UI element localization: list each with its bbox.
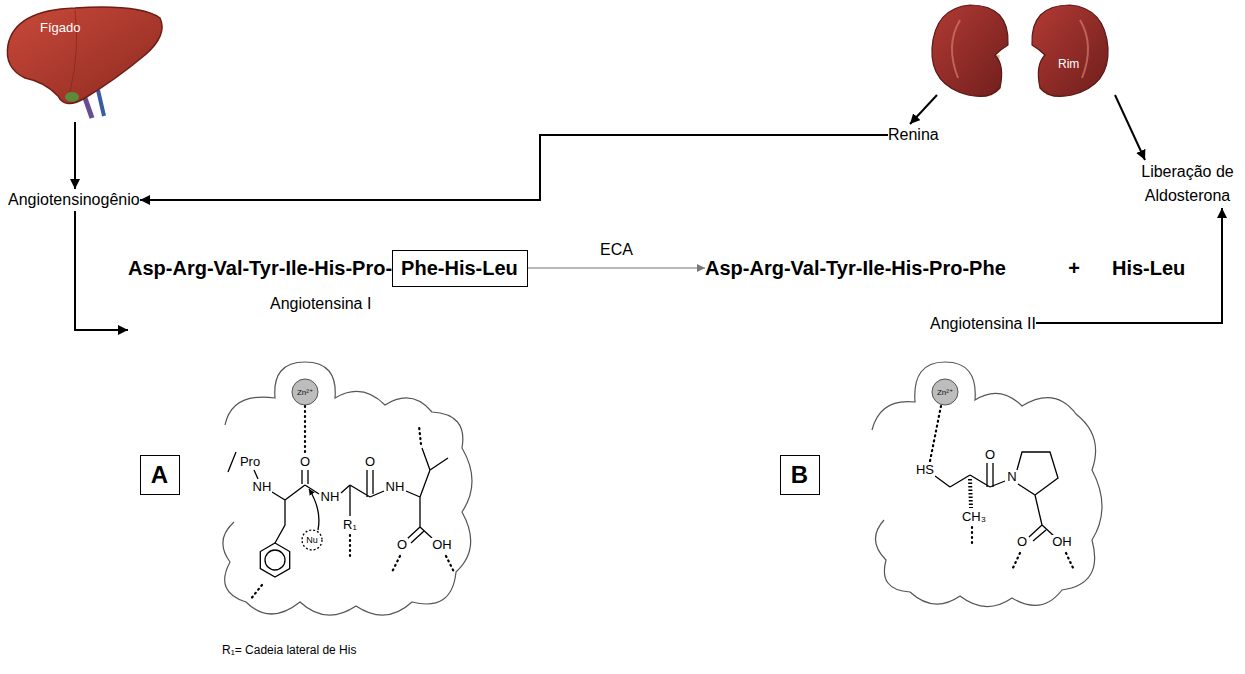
kidney-illustration-part: [1032, 5, 1108, 96]
process-label: Angiotensinogênio: [8, 189, 140, 211]
process-label: Liberação de Aldosterona: [1135, 160, 1240, 208]
atom-label: HS: [915, 463, 935, 477]
atom-label: Pro: [239, 455, 261, 469]
flow-arrow: [528, 267, 705, 268]
edge-label: ECA: [598, 240, 635, 260]
atom-label: OH: [431, 538, 453, 552]
atom-label: O: [984, 448, 996, 462]
substrate-structure-a-part: [309, 489, 319, 530]
atom-label: R₁: [342, 518, 358, 532]
kidney-illustration-part: [952, 20, 960, 78]
substrate-structure-a-part: [265, 550, 285, 570]
kidney-illustration: [932, 5, 1108, 96]
liver-illustration-part: [98, 90, 104, 116]
plus-sign: +: [1068, 256, 1080, 280]
zinc-ion-label: Zn²⁺: [297, 388, 313, 397]
captopril-structure-b-part: [970, 479, 971, 508]
liver-organ: Fígado: [0, 0, 165, 122]
atom-label: O: [396, 538, 408, 552]
kidney-organ: Rim: [925, 0, 1120, 95]
panel-letter-box: A: [140, 455, 180, 495]
substrate-structure-a-part: [260, 543, 289, 577]
node-text: His-Leu: [1112, 256, 1185, 280]
enzyme-pocket-b: [872, 362, 1102, 607]
atom-label: O: [299, 455, 311, 469]
panel-letter-box: B: [780, 455, 820, 495]
enzyme-pocket-b-part: [930, 406, 1074, 570]
atom-label: OH: [1051, 535, 1073, 549]
node-caption: Angiotensina I: [270, 293, 371, 315]
atom-label: NH: [320, 490, 341, 504]
node-text: Liberação de Aldosterona: [1135, 160, 1240, 208]
cleavage-box: Phe-His-Leu: [392, 250, 528, 287]
atom-label: N: [1006, 470, 1017, 484]
enzyme-pocket-a-part: [292, 379, 318, 405]
node-text: Asp-Arg-Val-Tyr-Ile-His-Pro-Phe: [705, 256, 1006, 280]
substrate-structure-a: [228, 448, 448, 577]
zinc-ion-label: Zn²⁺: [937, 388, 953, 397]
substrate-structure-a-part: [228, 448, 448, 543]
enzyme-pocket-b-part: [872, 362, 1102, 607]
flow-arrow: [74, 122, 76, 189]
liver-illustration: [7, 7, 162, 118]
atom-label: O: [364, 455, 376, 469]
kidney-illustration-part: [1080, 20, 1088, 78]
liver-illustration-part: [7, 7, 162, 103]
atom-label: NH: [385, 480, 406, 494]
node-caption: Angiotensina II: [930, 313, 1036, 335]
substrate-structure-a-part: [302, 530, 322, 550]
enzyme-pocket-a-part: [250, 406, 454, 600]
enzyme-pocket-a: [223, 362, 472, 615]
captopril-structure-b-part: [935, 452, 1058, 541]
node-text: Phe-His-Leu: [401, 256, 518, 280]
node-text: Fígado: [40, 20, 80, 36]
node-text: B: [791, 461, 808, 489]
atom-label: O: [1016, 535, 1028, 549]
nucleophile-label: Nu: [306, 535, 318, 545]
kidney-illustration-part: [932, 5, 1008, 96]
enzyme-pocket-a-part: [223, 362, 472, 615]
flow-arrow: [75, 211, 128, 330]
liver-illustration-part: [65, 92, 79, 102]
peptide-label: Asp-Arg-Val-Tyr-Ile-His-Pro-PheAngiotens…: [705, 250, 1036, 335]
flow-arrow: [910, 95, 937, 124]
enzyme-pocket-b-part: [932, 379, 958, 405]
liver-illustration-part: [85, 98, 92, 118]
node-text: Renina: [888, 124, 939, 146]
captopril-structure-b: [935, 452, 1058, 541]
flow-arrow: [1036, 208, 1222, 323]
footnote: R₁= Cadeia lateral de His: [222, 643, 356, 657]
flow-arrow: [140, 135, 888, 200]
peptide-label: Asp-Arg-Val-Tyr-Ile-His-Pro- Angiotensina…: [128, 250, 528, 340]
node-text: Angiotensinogênio: [8, 189, 140, 211]
node-text: A: [151, 461, 168, 489]
peptide-label: His-Leu: [1112, 256, 1186, 280]
flow-arrow: [1115, 95, 1145, 160]
atom-label: CH₃: [961, 510, 987, 524]
atom-label: NH: [252, 480, 273, 494]
node-text: Asp-Arg-Val-Tyr-Ile-His-Pro-: [128, 256, 392, 280]
process-label: Renina: [888, 124, 939, 146]
node-text: Rim: [1058, 56, 1079, 72]
